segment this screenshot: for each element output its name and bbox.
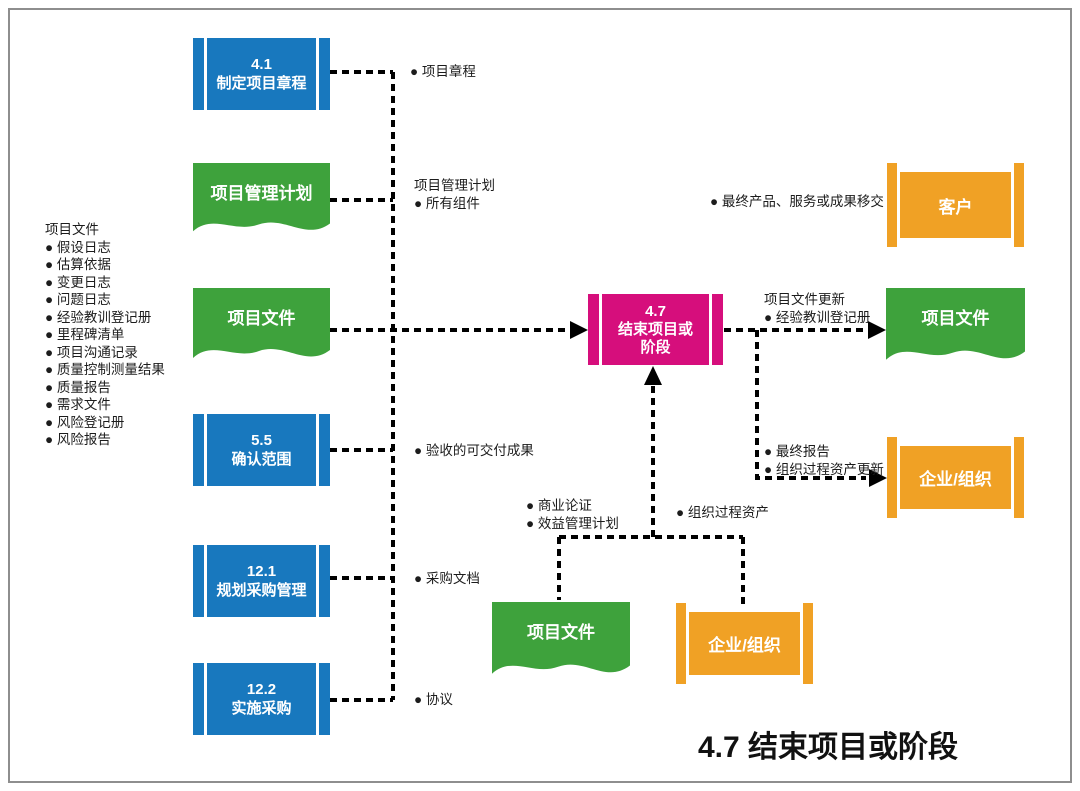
label-accepted-deliverables: ● 验收的可交付成果 xyxy=(414,443,534,458)
ibeam-bar xyxy=(803,603,813,684)
document-label: 项目文件 xyxy=(527,623,595,643)
label-line: ● 经验教训登记册 xyxy=(764,310,871,325)
process-name: 制定项目章程 xyxy=(216,75,307,92)
label-project-charter: ● 项目章程 xyxy=(410,64,476,79)
label-line: ● 最终报告 xyxy=(764,444,830,459)
process-number: 12.1 xyxy=(246,563,277,580)
list-item: ● 需求文件 xyxy=(45,397,111,412)
document-node-project-docs-bottom: 项目文件 xyxy=(492,602,630,684)
arrowhead-into-org-right xyxy=(869,469,887,487)
external-label: 客户 xyxy=(900,172,1011,238)
document-shape xyxy=(193,163,330,232)
label-final-report: ● 最终报告 ● 组织过程资产更新 xyxy=(764,443,884,479)
document-node-project-docs-right: 项目文件 xyxy=(886,288,1025,370)
external-node-org-bottom: 企业/组织 xyxy=(676,603,813,684)
document-node-project-docs-left: 项目文件 xyxy=(193,288,330,368)
arrowhead-into-project-docs xyxy=(868,321,886,339)
process-name: 结束项目或 xyxy=(617,320,693,338)
document-label: 项目管理计划 xyxy=(210,183,313,203)
process-node-12-2-conduct-procurement: 12.2 实施采购 xyxy=(193,663,330,735)
process-name: 规划采购管理 xyxy=(216,582,307,599)
label-business-case: ● 商业论证 ● 效益管理计划 xyxy=(526,497,619,533)
list-item: ● 里程碑清单 xyxy=(45,327,125,342)
list-item: ● 质量报告 xyxy=(45,379,111,395)
page-border xyxy=(8,8,1072,783)
label-line: ● 效益管理计划 xyxy=(526,516,619,531)
label-opa: ● 组织过程资产 xyxy=(676,505,769,520)
process-inner-line xyxy=(316,545,319,617)
process-name: 阶段 xyxy=(640,338,671,356)
document-shape xyxy=(492,602,630,674)
label-pm-plan: 项目管理计划 ● 所有组件 xyxy=(414,177,495,213)
document-shape xyxy=(193,288,330,358)
label-procurement-docs: ● 采购文档 xyxy=(414,571,480,586)
process-node-12-1-plan-procurement: 12.1 规划采购管理 xyxy=(193,545,330,617)
label-line: 项目管理计划 xyxy=(414,178,495,193)
process-inner-line xyxy=(709,294,712,365)
external-node-customer: 客户 xyxy=(887,163,1024,247)
process-inner-line xyxy=(316,38,319,110)
document-shape xyxy=(886,288,1025,360)
process-number: 12.2 xyxy=(246,681,277,698)
external-node-org-right: 企业/组织 xyxy=(887,437,1024,518)
process-number: 5.5 xyxy=(251,432,272,449)
process-inner-line xyxy=(599,294,602,365)
list-item: ● 估算依据 xyxy=(45,257,111,272)
external-label: 企业/组织 xyxy=(689,612,800,675)
ibeam-bar xyxy=(1014,437,1024,518)
process-node-4-1-develop-charter: 4.1 制定项目章程 xyxy=(193,38,330,110)
label-final-product-transfer: ● 最终产品、服务或成果移交 xyxy=(710,194,884,209)
list-item: ● 项目沟通记录 xyxy=(45,344,138,360)
process-node-5-5-validate-scope: 5.5 确认范围 xyxy=(193,414,330,486)
process-name: 实施采购 xyxy=(231,700,292,717)
list-item: ● 假设日志 xyxy=(45,239,111,255)
document-node-pm-plan: 项目管理计划 xyxy=(193,163,330,241)
arrowhead-into-4-7 xyxy=(570,321,588,339)
ibeam-bar xyxy=(1014,163,1024,247)
arrowhead-into-4-7-bottom xyxy=(644,366,662,385)
document-label: 项目文件 xyxy=(921,309,990,329)
project-documents-input-list: 项目文件 ● 假设日志 ● 估算依据 ● 变更日志 ● 问题日志 ● 经验教训登… xyxy=(45,221,165,449)
process-inner-line xyxy=(204,663,207,735)
ibeam-bar xyxy=(887,163,897,247)
connector-output-org xyxy=(755,330,866,480)
label-agreements: ● 协议 xyxy=(414,692,453,707)
list-item: ● 问题日志 xyxy=(45,292,111,307)
process-inner-line xyxy=(204,545,207,617)
list-item: ● 变更日志 xyxy=(45,274,111,290)
list-item: ● 质量控制测量结果 xyxy=(45,362,165,377)
process-inner-line xyxy=(204,414,207,486)
label-line: 项目文件更新 xyxy=(764,292,845,307)
document-label: 项目文件 xyxy=(227,309,296,328)
list-item: ● 风险报告 xyxy=(45,432,111,447)
label-line: ● 组织过程资产更新 xyxy=(764,462,884,477)
list-item: ● 风险登记册 xyxy=(45,414,125,430)
ibeam-bar xyxy=(676,603,686,684)
external-label: 企业/组织 xyxy=(900,446,1011,509)
ibeam-bar xyxy=(887,437,897,518)
list-item: ● 经验教训登记册 xyxy=(45,309,152,325)
list-header: 项目文件 xyxy=(45,222,99,237)
process-inner-line xyxy=(316,414,319,486)
process-number: 4.1 xyxy=(251,56,272,73)
label-line: ● 商业论证 xyxy=(526,498,592,513)
diagram-title: 4.7 结束项目或阶段 xyxy=(698,731,959,764)
process-name: 确认范围 xyxy=(231,451,292,468)
label-line: ● 所有组件 xyxy=(414,196,480,211)
label-project-doc-updates: 项目文件更新 ● 经验教训登记册 xyxy=(764,291,870,327)
process-node-4-7-close-project: 4.7 结束项目或 阶段 xyxy=(588,294,723,365)
process-inner-line xyxy=(204,38,207,110)
process-number: 4.7 xyxy=(645,302,666,320)
process-inner-line xyxy=(316,663,319,735)
